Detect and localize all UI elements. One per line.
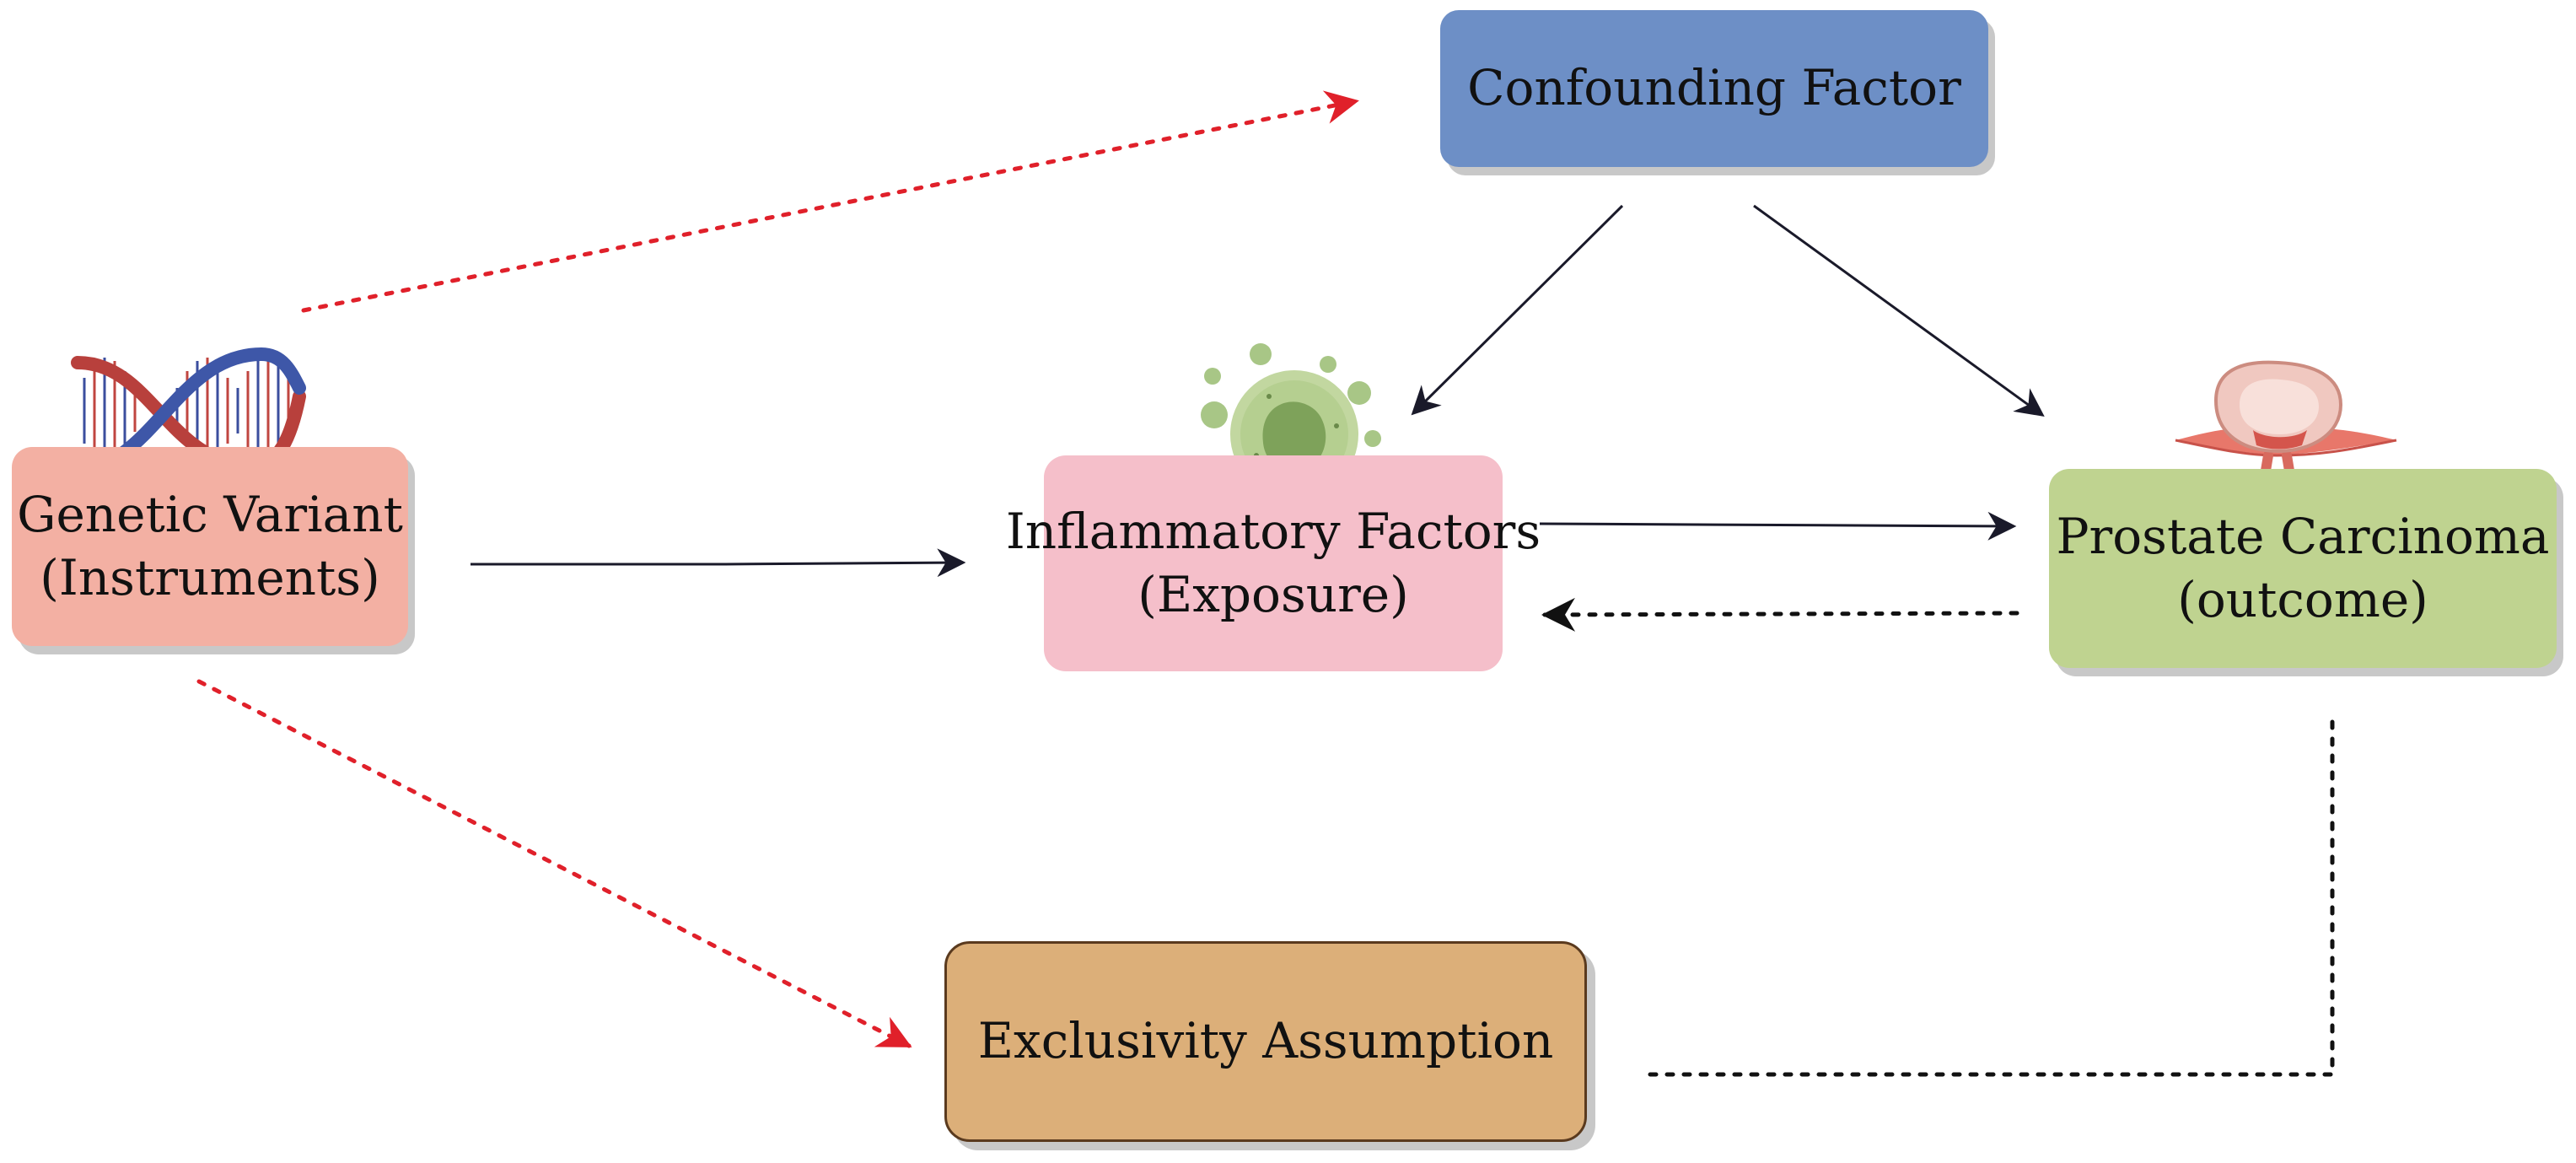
arrow-prostate-to-inflammatory bbox=[1541, 597, 2019, 632]
exclusivity-assumption-label: Exclusivity Assumption bbox=[977, 1012, 1554, 1070]
arrow-confounding-to-inflammatory bbox=[1411, 204, 1624, 416]
genetic-variant-sublabel: (Instruments) bbox=[40, 549, 380, 606]
connector-prostate-to-exclusivity bbox=[1645, 719, 2335, 1077]
arrow-genetic-to-confounding bbox=[301, 90, 1359, 313]
exclusivity-assumption-box: Exclusivity Assumption bbox=[944, 941, 1587, 1142]
arrow-confounding-to-prostate bbox=[1753, 204, 2045, 417]
inflammatory-factors-box: Inflammatory Factors (Exposure) bbox=[1006, 455, 1541, 671]
prostate-carcinoma-box: Prostate Carcinoma (outcome) bbox=[2049, 469, 2557, 668]
inflammatory-factors-label: Inflammatory Factors bbox=[1005, 502, 1541, 560]
arrow-inflammatory-to-prostate bbox=[1539, 511, 2017, 541]
arrow-genetic-to-inflammatory bbox=[471, 548, 966, 578]
prostate-carcinoma-sublabel: (outcome) bbox=[2177, 571, 2428, 628]
genetic-variant-label: Genetic Variant bbox=[17, 485, 403, 543]
arrow-genetic-to-exclusivity bbox=[196, 679, 912, 1048]
confounding-factor-label: Confounding Factor bbox=[1467, 59, 1961, 117]
inflammatory-factors-sublabel: (Exposure) bbox=[1137, 566, 1409, 623]
confounding-factor-box: Confounding Factor bbox=[1440, 10, 1988, 167]
prostate-carcinoma-label: Prostate Carcinoma bbox=[2056, 507, 2550, 565]
genetic-variant-box: Genetic Variant (Instruments) bbox=[12, 447, 408, 646]
